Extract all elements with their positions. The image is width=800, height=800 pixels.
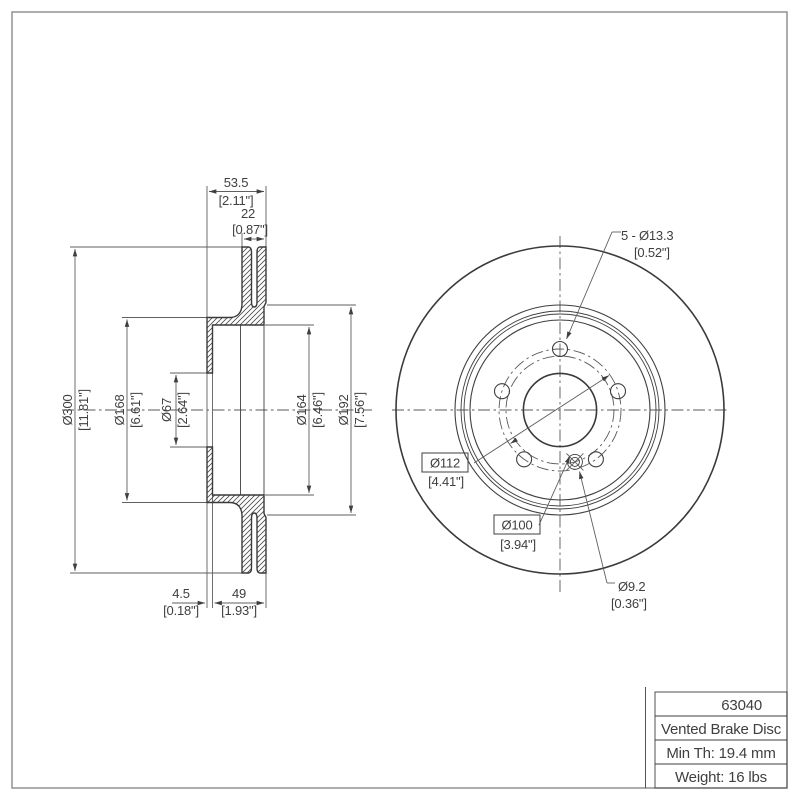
disc-outer-circle — [395, 245, 725, 575]
label-bolt-circle-mm: Ø112 — [430, 456, 460, 471]
title-block-grid — [654, 691, 788, 789]
dim-hat-wall-in: [0.18"] — [163, 603, 199, 618]
part-number: 63040 — [721, 697, 762, 714]
dim-hat-inner-diameter: Ø164 [6.46"] — [294, 392, 325, 428]
label-screw-hole-mm: Ø9.2 — [618, 579, 645, 594]
bolt-hole-top — [551, 340, 569, 358]
dim-hat-outer-diameter-in: [6.61"] — [128, 392, 143, 428]
dim-hat-inner-diameter-mm: Ø164 — [294, 394, 309, 425]
dim-center-bore-mm: Ø67 — [159, 398, 174, 422]
dim-ring-thickness-mm: 22 — [241, 206, 255, 221]
dim-ring-inner-diameter-in: [7.56"] — [352, 392, 367, 428]
dim-ring-inner-diameter-mm: Ø192 — [336, 394, 351, 425]
dim-ring-inner-diameter: Ø192 [7.56"] — [336, 392, 367, 428]
bolt-hole-upper-left — [493, 383, 511, 400]
set-screw-hole — [566, 453, 584, 471]
center-bore-circle — [522, 372, 598, 448]
label-bolt-holes-mm: 5 - Ø13.3 — [621, 228, 673, 243]
dim-outer-diameter-mm: Ø300 — [60, 394, 75, 425]
ring-inner-circle — [454, 304, 666, 516]
screw-circle-label-box — [493, 514, 541, 535]
section-bottom-half — [206, 446, 267, 574]
bolt-circle — [498, 348, 622, 472]
screw-cross-mark — [566, 453, 584, 471]
drawing-border — [11, 11, 788, 789]
dim-outer-diameter-in: [11.81"] — [76, 389, 91, 431]
label-bolt-holes-in: [0.52"] — [634, 245, 670, 260]
label-screw-hole-in: [0.36"] — [611, 596, 647, 611]
dim-hat-inner-diameter-in: [6.46"] — [310, 392, 325, 428]
section-top-half — [206, 246, 267, 374]
dim-hat-depth-in: [1.93"] — [221, 603, 257, 618]
bolt-hole-upper-right — [609, 383, 627, 400]
weight: Weight: 16 lbs — [675, 769, 767, 786]
dim-center-bore: Ø67 [2.64"] — [159, 392, 190, 428]
label-bolt-circle-in: [4.41"] — [428, 474, 464, 489]
label-screw-circle-in: [3.94"] — [500, 537, 536, 552]
product-type: Vented Brake Disc — [661, 721, 782, 738]
dim-outer-diameter: Ø300 [11.81"] — [60, 389, 91, 431]
leader-lines — [473, 231, 621, 584]
front-view: 5 - Ø13.3 [0.52"] Ø112 [4.41"] Ø100 [3.9… — [392, 228, 728, 611]
dim-overall-width-in: [2.11"] — [219, 193, 254, 208]
dim-hat-wall-mm: 4.5 — [172, 586, 189, 601]
dim-center-bore-in: [2.64"] — [175, 392, 190, 428]
section-view: Ø300 [11.81"] Ø168 [6.61"] Ø67 [2.64"] Ø… — [60, 175, 372, 618]
hat-chamfer-circle-inner — [463, 313, 657, 507]
title-block: 63040 Vented Brake Disc Min Th: 19.4 mm … — [645, 687, 788, 789]
dim-hat-outer-diameter: Ø168 [6.61"] — [112, 392, 143, 428]
set-screw-hole-inner — [569, 456, 580, 467]
bolt-hole-lower-right — [587, 451, 604, 468]
dimension-lines — [72, 189, 354, 606]
bolt-holes — [493, 340, 627, 468]
dim-overall-width-mm: 53.5 — [224, 175, 249, 190]
hat-outer-circle — [469, 319, 651, 501]
dim-hat-depth-mm: 49 — [232, 586, 246, 601]
dim-ring-thickness-in: [0.87"] — [232, 222, 268, 237]
extension-lines — [70, 186, 356, 608]
min-thickness: Min Th: 19.4 mm — [666, 745, 775, 762]
label-screw-circle-mm: Ø100 — [501, 518, 532, 533]
hat-chamfer-circle-outer — [460, 310, 660, 510]
bolt-hole-lower-left — [516, 451, 533, 468]
bolt-circle-label-box — [421, 452, 469, 473]
dim-hat-outer-diameter-mm: Ø168 — [112, 394, 127, 425]
